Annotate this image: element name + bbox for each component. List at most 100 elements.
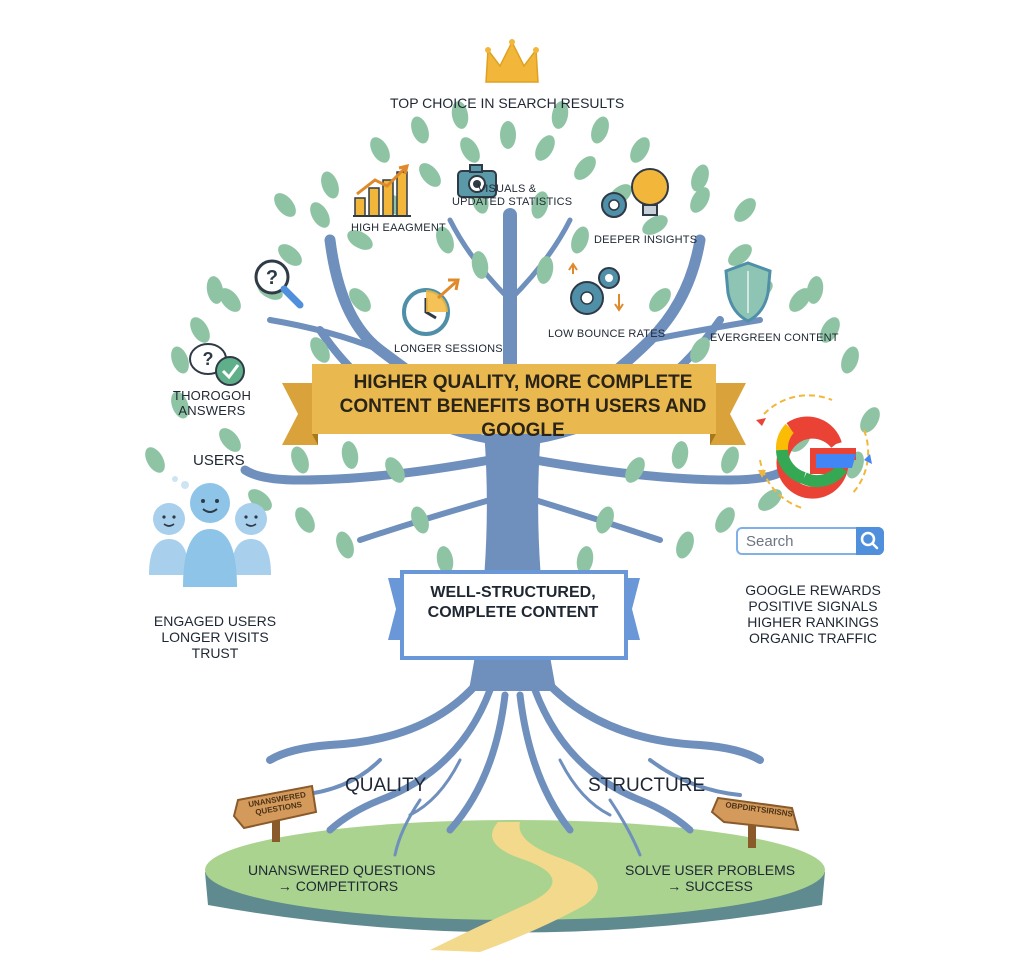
longer-sessions-label: LONGER SESSIONS — [394, 343, 503, 355]
leaf — [676, 531, 694, 559]
leaf — [642, 215, 668, 235]
leaf — [248, 489, 272, 511]
leaf — [500, 121, 516, 149]
leaf — [690, 337, 710, 363]
leaf — [190, 317, 210, 343]
leaf — [436, 546, 454, 574]
core-line1: WELL-STRUCTURED, — [430, 584, 596, 601]
leaf — [531, 191, 549, 219]
leaf — [336, 531, 354, 559]
tree-roots — [266, 676, 764, 857]
google-line2: POSITIVE SIGNALS — [748, 598, 878, 615]
leaf — [576, 546, 594, 574]
leaf — [411, 506, 429, 534]
leaf — [841, 346, 859, 374]
tree-leaves — [145, 101, 880, 574]
leaf — [649, 288, 671, 312]
growth-chart-icon — [353, 163, 411, 217]
top-title: TOP CHOICE IN SEARCH RESULTS — [390, 95, 625, 111]
high-engagement-label: HIGH EAAGMENT — [351, 222, 446, 234]
evergreen-label: EVERGREEN CONTENT — [710, 332, 839, 344]
core-content-banner — [388, 570, 640, 660]
deeper-insights-label: DEEPER INSIGHTS — [594, 234, 698, 246]
search-icon — [860, 531, 879, 550]
leaf — [536, 256, 554, 284]
users-benefits: ENGAGED USERS LONGER VISITS TRUST — [150, 613, 280, 661]
visuals-label-line2: UPDATED STATISTICS — [452, 195, 573, 208]
leaf — [728, 244, 752, 266]
search-input[interactable] — [746, 532, 850, 550]
banner-text: HIGHER QUALITY, MORE COMPLETE CONTENT BE… — [318, 371, 728, 442]
structure-label: STRUCTURE — [588, 775, 706, 796]
right-signpost — [710, 796, 800, 848]
leaf — [721, 446, 739, 474]
core-content-text: WELL-STRUCTURED, COMPLETE CONTENT — [418, 583, 608, 622]
core-line3: CONTENT — [521, 603, 599, 621]
magnifier-question-icon: ? — [254, 259, 304, 309]
left-signpost — [232, 784, 318, 842]
visuals-label: VISUALS & UPDATED STATISTICS — [452, 183, 573, 208]
google-line4: ORGANIC TRAFFIC — [748, 630, 878, 647]
leaf — [574, 156, 596, 180]
ground-right-line2: → SUCCESS — [667, 878, 753, 895]
clock-arrow-icon — [402, 278, 460, 336]
leaf — [349, 288, 371, 312]
leaf — [436, 226, 454, 254]
question-check-icon: ? — [189, 343, 245, 386]
leaf — [596, 506, 614, 534]
thorough-answers-line1: THOROGOH — [172, 388, 252, 403]
leaf — [321, 171, 339, 199]
leaf — [145, 447, 165, 473]
leaf — [171, 346, 189, 374]
leaf — [171, 391, 189, 419]
leaf — [860, 407, 880, 433]
leaf — [591, 116, 609, 144]
leaf — [671, 441, 689, 469]
leaf — [625, 457, 645, 483]
leaf — [551, 101, 569, 129]
leaf — [571, 226, 589, 254]
ground-left-line1: UNANSWERED QUESTIONS — [248, 862, 436, 878]
leaf — [219, 428, 241, 452]
leaf — [219, 288, 241, 312]
ground-left-line2: → COMPETITORS — [277, 878, 399, 895]
leaf — [370, 137, 390, 163]
users-line1: ENGAGED USERS — [153, 613, 277, 629]
leaf — [385, 457, 405, 483]
camera-icon — [457, 164, 497, 198]
google-benefits: GOOGLE REWARDS POSITIVE SIGNALS HIGHER R… — [738, 582, 888, 646]
ground-right-line1: SOLVE USER PROBLEMS — [625, 862, 796, 878]
thorough-answers-label: THOROGOH ANSWERS — [172, 388, 252, 419]
leaf — [347, 230, 373, 250]
users-line3: TRUST — [191, 645, 239, 662]
leaf — [419, 163, 441, 187]
banner-line2: BENEFITS BOTH USERS AND GOOGLE — [436, 395, 707, 441]
leaf — [291, 446, 309, 474]
leaf — [310, 337, 330, 363]
leaf — [460, 137, 480, 163]
leaf — [451, 101, 469, 129]
ground-left-text: UNANSWERED QUESTIONS → COMPETITORS — [248, 862, 436, 895]
leaf — [278, 244, 302, 266]
leaf — [690, 187, 710, 213]
users-line2: LONGER VISITS — [161, 629, 269, 646]
search-button[interactable] — [856, 527, 884, 555]
google-line1: GOOGLE REWARDS — [745, 582, 881, 598]
leaf — [341, 441, 359, 469]
visuals-label-line1: VISUALS & — [477, 183, 537, 195]
core-line2: COMPLETE — [427, 603, 517, 621]
users-heading: USERS — [193, 452, 245, 469]
leaf — [274, 193, 296, 217]
ground-island — [205, 820, 825, 952]
banner-line1: HIGHER QUALITY, MORE COMPLETE CONTENT — [339, 372, 693, 417]
low-bounce-label: LOW BOUNCE RATES — [548, 328, 666, 340]
leaf — [758, 489, 782, 511]
leaf — [295, 507, 315, 533]
leaf — [715, 507, 735, 533]
banner-ribbon — [282, 364, 746, 445]
leaf — [806, 276, 824, 304]
leaf — [206, 276, 224, 304]
leaf — [820, 317, 840, 343]
